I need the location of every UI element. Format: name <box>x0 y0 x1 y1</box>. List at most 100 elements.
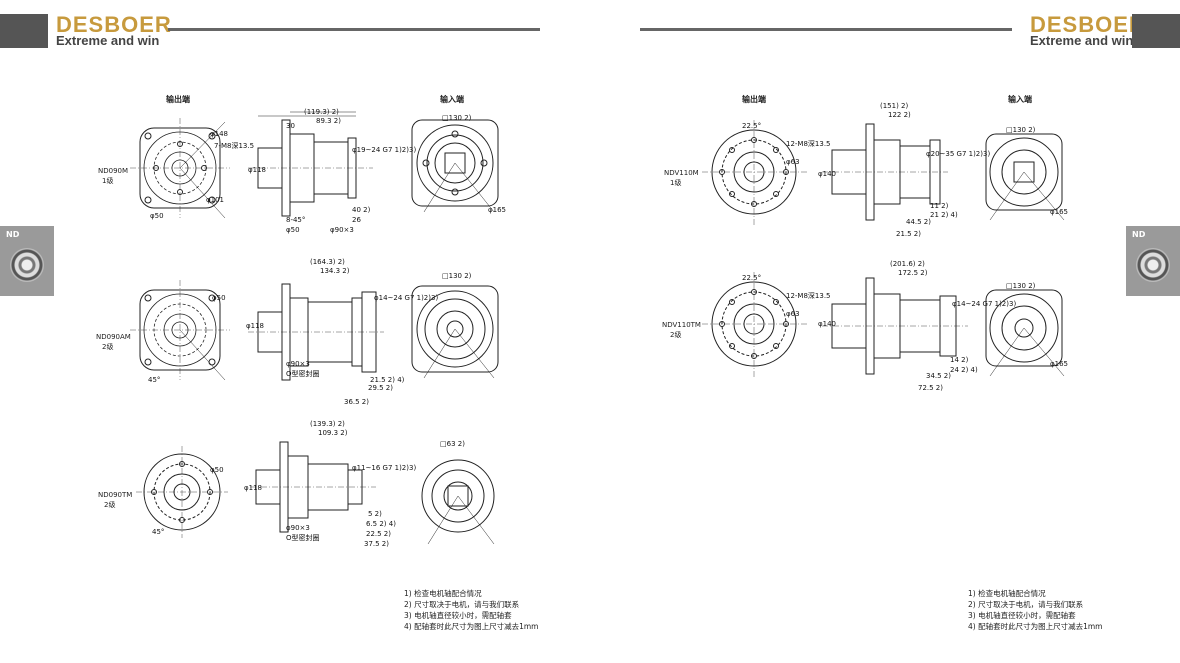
notes-right: 1) 检查电机轴配合情况 2) 尺寸取决于电机，请与我们联系 3) 电机轴直径较… <box>968 588 1102 632</box>
brand-block-left <box>0 14 48 48</box>
dim-oring-label: O型密封圈 <box>286 534 320 542</box>
model-label-row1: ND090M 1级 <box>98 166 128 186</box>
model-label-row3: ND090TM 2级 <box>98 490 132 510</box>
input-end-view-row1 <box>411 119 499 213</box>
brand-block-right <box>1132 14 1180 48</box>
dim-input-square: □130 2) <box>1006 282 1036 290</box>
dim-body-length: 134.3 2) <box>320 267 350 275</box>
model-stage: 2级 <box>104 501 116 509</box>
flange-front-view-row2 <box>130 280 230 381</box>
note-4: 4) 配轴套时此尺寸为图上尺寸减去1mm <box>968 622 1103 631</box>
dim-thread: 12-M8深13.5 <box>786 292 831 300</box>
model-name: ND090M <box>98 167 129 175</box>
dim-14: 14 2) <box>950 356 969 364</box>
dim-oring-size: φ90×3 <box>286 524 310 532</box>
dim-overall-length: (201.6) 2) <box>890 260 925 268</box>
model-name: ND090AM <box>96 333 131 341</box>
dim-input-square: □130 2) <box>442 114 472 122</box>
side-tab-right[interactable]: ND <box>1126 226 1180 296</box>
dim-input-outer: φ165 <box>1050 360 1068 368</box>
input-end-label: 输入端 <box>440 95 464 104</box>
dim-input-outer: φ165 <box>488 206 506 214</box>
dim-shaft-length: 30 <box>286 122 295 130</box>
dim-body-length: 172.5 2) <box>898 269 928 277</box>
note-1: 1) 检查电机轴配合情况 <box>404 589 482 598</box>
dim-oring-size: φ90×3 <box>286 360 310 368</box>
side-tab-left[interactable]: ND <box>0 226 54 296</box>
dim-12: 40 2) <box>352 206 371 214</box>
dim-overall-length: (139.3) 2) <box>310 420 345 428</box>
dim-34-5: 34.5 2) <box>926 372 951 380</box>
input-end-view-row4 <box>985 133 1065 221</box>
flange-front-view-row4 <box>702 120 808 226</box>
model-label-row4: NDV110M 1级 <box>664 168 699 188</box>
model-name: NDV110M <box>664 169 699 177</box>
flange-front-view-row3 <box>136 446 228 538</box>
side-section-view-row2 <box>248 283 384 381</box>
dim-6-5: 6.5 2) 4) <box>366 520 396 528</box>
dim-input-bore: φ19~24 G7 1)2)3) <box>352 146 417 154</box>
model-stage: 1级 <box>102 177 114 185</box>
dim-overall-length: (119.3) 2) <box>304 108 339 116</box>
dim-body-length: 122 2) <box>888 111 911 119</box>
notes-left: 1) 检查电机轴配合情况 2) 尺寸取决于电机，请与我们联系 3) 电机轴直径较… <box>404 588 538 632</box>
dim-body-length: 109.3 2) <box>318 429 348 437</box>
model-stage: 1级 <box>670 179 682 187</box>
model-label-row2: ND090AM 2级 <box>96 332 131 352</box>
dim-40: φ90×3 <box>330 226 354 234</box>
dim-21-5: 21.5 2) <box>896 230 921 238</box>
dim-22-5: 22.5 2) <box>366 530 391 538</box>
dim-bolt-circle: φ101 <box>206 196 224 204</box>
input-end-label: 输入端 <box>1008 95 1032 104</box>
dim-hole-pattern: φ148 <box>210 130 228 138</box>
gearbox-thumbnail-icon <box>10 248 44 282</box>
dim-thread: 7-M8深13.5 <box>214 142 255 150</box>
model-name: ND090TM <box>98 491 133 499</box>
dim-pcd: φ63 <box>786 310 800 318</box>
dim-overall-length: (151) 2) <box>880 102 909 110</box>
dim-input-square: □130 2) <box>442 272 472 280</box>
dim-pilot: φ140 <box>818 320 836 328</box>
dim-input-bore: φ20~35 G7 1)2)3) <box>926 150 991 158</box>
dim-pilot: φ118 <box>244 484 262 492</box>
dim-5: 5 2) <box>368 510 382 518</box>
side-section-view-row5 <box>822 277 968 375</box>
dim-angle: 45° <box>152 528 165 536</box>
note-3: 3) 电机轴直径较小时，需配轴套 <box>968 611 1076 620</box>
dim-72-5: 72.5 2) <box>918 384 943 392</box>
dim-22: 26 <box>352 216 361 224</box>
note-2: 2) 尺寸取决于电机，请与我们联系 <box>404 600 520 609</box>
dim-angle: 22.5° <box>742 122 762 130</box>
note-4: 4) 配轴套时此尺寸为图上尺寸减去1mm <box>404 622 539 631</box>
side-section-view-row1 <box>248 111 373 217</box>
dim-pcd: φ63 <box>786 158 800 166</box>
model-stage: 2级 <box>102 343 114 351</box>
flange-front-view-row5 <box>702 272 808 378</box>
dim-oring-label: φ50 <box>286 226 300 234</box>
dim-21: 21 2) 4) <box>930 211 958 219</box>
dim-11: 11 2) <box>930 202 949 210</box>
dim-21-5: 21.5 2) 4) <box>370 376 405 384</box>
dim-overall-length: (164.3) 2) <box>310 258 345 266</box>
note-2: 2) 尺寸取决于电机，请与我们联系 <box>968 600 1084 609</box>
brand-tagline-left: Extreme and win <box>56 33 160 48</box>
dim-pilot: φ118 <box>248 166 266 174</box>
dim-input-square: □130 2) <box>1006 126 1036 134</box>
side-tab-label: ND <box>1132 230 1146 239</box>
dim-angle: φ50 <box>150 212 164 220</box>
gearbox-thumbnail-icon <box>1136 248 1170 282</box>
dim-oring-size: 8-45° <box>286 216 306 224</box>
output-end-label: 输出端 <box>742 95 766 104</box>
brand-name-right: DESBOER <box>1030 12 1146 37</box>
dim-bolt: φ50 <box>212 294 226 302</box>
input-end-view-row3 <box>421 459 495 545</box>
side-section-view-row3 <box>250 441 376 533</box>
dim-pilot: φ118 <box>246 322 264 330</box>
dim-oring-label: O型密封圈 <box>286 370 320 378</box>
dim-angle: 45° <box>148 376 161 384</box>
note-3: 3) 电机轴直径较小时，需配轴套 <box>404 611 512 620</box>
header-rule-left <box>168 28 540 31</box>
dim-thread: 12-M8深13.5 <box>786 140 831 148</box>
side-section-view-row4 <box>822 123 948 221</box>
side-tab-label: ND <box>6 230 20 239</box>
